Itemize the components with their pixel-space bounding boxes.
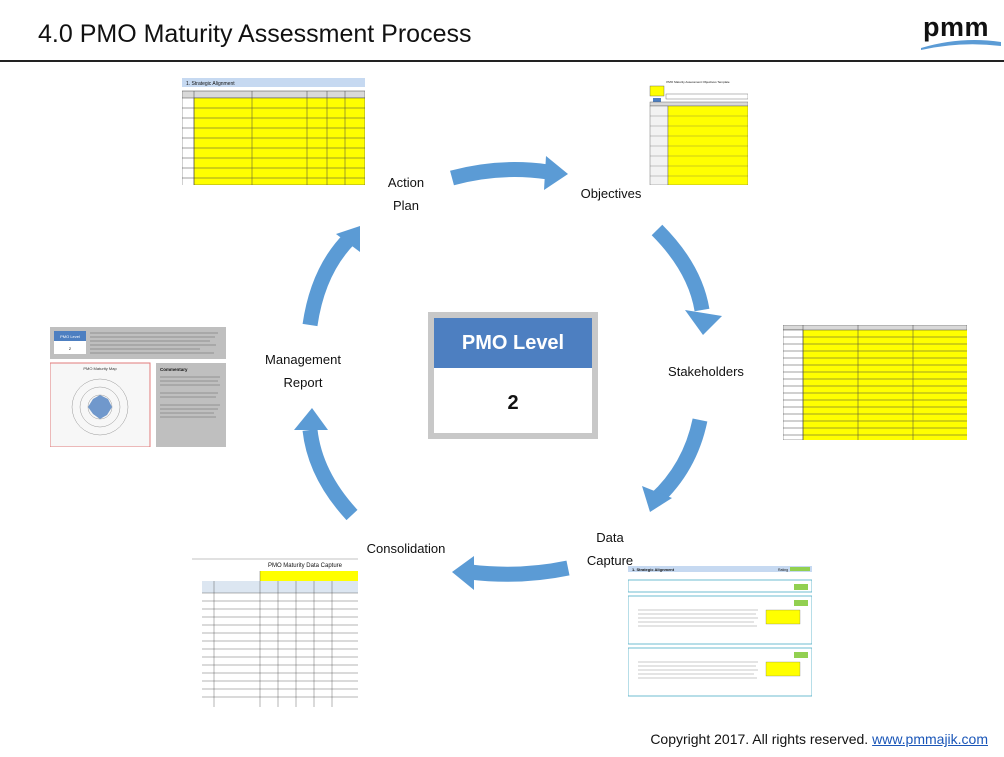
step-label-line1: Consolidation	[366, 541, 446, 556]
step-objectives: Objectives	[571, 182, 651, 205]
thumbnail-objectives: PMO Maturity Assessment Objectives Templ…	[648, 78, 748, 185]
arrowhead-5	[294, 408, 328, 430]
svg-text:1. Strategic Alignment: 1. Strategic Alignment	[632, 567, 675, 572]
step-label-line2: Plan	[392, 198, 420, 213]
step-action-plan: Action Plan	[378, 171, 434, 217]
step-label-line1: Stakeholders	[668, 364, 744, 379]
arrow-stakeholders-to-datacapture	[649, 418, 708, 506]
arrow-report-to-action	[302, 232, 356, 327]
arrow-objectives-to-stakeholders	[651, 224, 710, 312]
svg-text:PMO Maturity Assessment Object: PMO Maturity Assessment Objectives Templ…	[666, 80, 729, 84]
copyright: Copyright 2017. All rights reserved. www…	[650, 731, 988, 747]
thumbnail-action-plan: 1. Strategic Alignment	[182, 78, 365, 185]
thumbnail-stakeholders	[783, 325, 967, 440]
logo-swoosh-icon	[921, 40, 1001, 50]
page-title: 4.0 PMO Maturity Assessment Process	[38, 20, 472, 48]
arrowhead-4	[452, 556, 474, 590]
pmo-level-inner: PMO Level 2	[434, 318, 592, 433]
svg-text:Rating: Rating	[778, 568, 788, 572]
arrowhead-2	[685, 310, 722, 335]
svg-text:PMO Maturity Data Capture: PMO Maturity Data Capture	[268, 563, 343, 569]
arrowhead-1	[544, 156, 568, 190]
thumbnail-management-report: PMO Level 2 PMO Maturity Map Commentary	[50, 327, 226, 447]
website-link[interactable]: www.pmmajik.com	[872, 731, 988, 747]
arrowhead-3	[642, 486, 672, 512]
arrow-action-to-objectives	[450, 162, 550, 186]
step-consolidation: Consolidation	[356, 537, 456, 560]
pmo-level-card: PMO Level 2	[428, 312, 598, 439]
step-data-capture: Data Capture	[580, 526, 640, 572]
step-stakeholders: Stakeholders	[656, 360, 756, 383]
svg-text:2: 2	[69, 346, 72, 351]
arrow-datacapture-to-consolidation	[469, 560, 570, 582]
title-divider	[0, 60, 1004, 62]
step-label-line2: Report	[283, 375, 323, 390]
svg-text:1. Strategic Alignment: 1. Strategic Alignment	[186, 81, 235, 87]
copyright-text: Copyright 2017. All rights reserved.	[650, 731, 869, 747]
step-label-line1: Objectives	[580, 186, 642, 201]
step-label-line1: Management	[265, 352, 341, 367]
step-label-line1: Action	[387, 175, 425, 190]
svg-text:Commentary: Commentary	[160, 367, 188, 372]
logo: pmm	[921, 10, 1001, 50]
thumbnail-consolidation: PMO Maturity Data Capture	[192, 557, 358, 707]
pmo-level-heading: PMO Level	[434, 318, 592, 368]
step-label-line1: Data	[596, 530, 624, 545]
step-management-report: Management Report	[253, 348, 353, 394]
thumbnail-data-capture: 1. Strategic Alignment Rating	[628, 566, 812, 698]
arrow-consolidation-to-report	[302, 428, 358, 521]
step-label-line2: Capture	[586, 553, 634, 568]
pmo-level-value: 2	[507, 392, 519, 414]
logo-text: pmm	[923, 12, 990, 42]
svg-text:PMO Maturity Map: PMO Maturity Map	[83, 366, 117, 371]
arrowhead-6	[336, 226, 360, 252]
svg-text:PMO Level: PMO Level	[60, 334, 80, 339]
